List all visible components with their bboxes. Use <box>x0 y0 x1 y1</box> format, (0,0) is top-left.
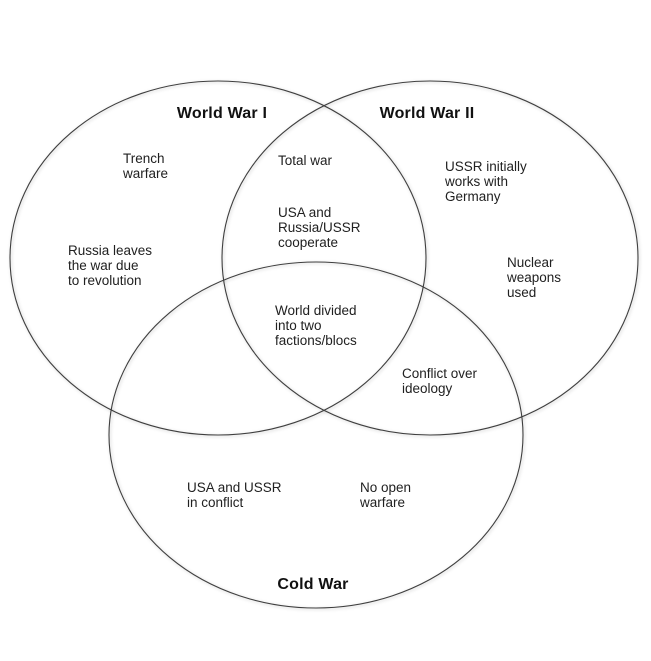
label-conflict-over-ideology: Conflict over ideology <box>402 366 478 396</box>
wwii-circle <box>221 80 639 436</box>
label-ussr-works-with-germany: USSR initially works with Germany <box>445 159 527 204</box>
coldwar-circle <box>108 261 524 609</box>
label-usa-ussr-in-conflict: USA and USSR in conflict <box>187 480 282 510</box>
label-total-war: Total war <box>278 153 333 168</box>
wwii-title: World War II <box>379 105 475 122</box>
label-no-open-warfare: No open warfare <box>360 480 412 510</box>
wwi-title: World War I <box>176 105 268 122</box>
label-russia-leaves-war: Russia leaves the war due to revolution <box>68 243 153 288</box>
label-usa-russia-cooperate: USA and Russia/USSR cooperate <box>278 205 361 250</box>
label-world-divided-factions: World divided into two factions/blocs <box>275 303 357 348</box>
coldwar-title: Cold War <box>277 576 349 593</box>
label-nuclear-weapons-used: Nuclear weapons used <box>507 255 562 300</box>
wwi-circle <box>9 80 427 436</box>
label-trench-warfare: Trench warfare <box>123 151 169 181</box>
